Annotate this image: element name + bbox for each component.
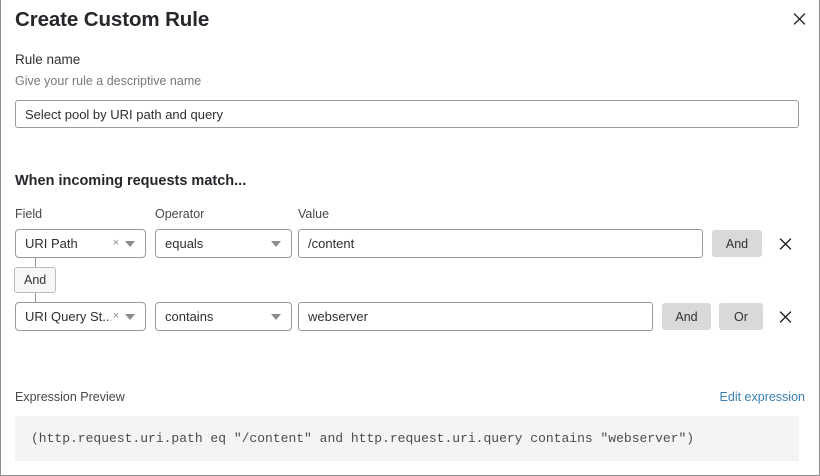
and-button-row-2[interactable]: And [662, 303, 711, 330]
connector-line-bottom [35, 293, 36, 302]
expression-preview-text: (http.request.uri.path eq "/content" and… [31, 431, 695, 446]
condition-row: URI Path × equals And [1, 229, 819, 259]
condition-row: URI Query St... × contains And Or [1, 302, 819, 332]
and-button-row-1[interactable]: And [712, 230, 762, 257]
rule-name-help-text: Give your rule a descriptive name [15, 74, 202, 88]
operator-select-value: equals [165, 236, 204, 251]
chevron-down-icon[interactable] [271, 313, 281, 320]
expression-preview-box: (http.request.uri.path eq "/content" and… [15, 416, 799, 461]
value-input-row-1[interactable] [298, 229, 703, 258]
column-header-operator: Operator [155, 207, 205, 221]
clear-icon[interactable]: × [112, 237, 119, 249]
rule-name-input[interactable] [15, 100, 799, 128]
edit-expression-link[interactable]: Edit expression [719, 390, 805, 404]
close-icon[interactable] [788, 7, 810, 29]
value-input-row-2[interactable] [298, 302, 653, 331]
field-select-value: URI Query St... [25, 309, 111, 324]
connector-and-badge[interactable]: And [14, 267, 57, 293]
conditions-heading: When incoming requests match... [15, 173, 247, 189]
rule-name-label: Rule name [15, 52, 81, 67]
chevron-down-icon[interactable] [271, 240, 281, 247]
remove-condition-icon-row-1[interactable] [776, 231, 794, 255]
condition-connector: And [1, 258, 121, 304]
clear-icon[interactable]: × [112, 310, 119, 322]
operator-select-value: contains [165, 309, 214, 324]
dialog-title: Create Custom Rule [15, 8, 210, 31]
remove-condition-icon-row-2[interactable] [776, 304, 794, 328]
expression-preview-label: Expression Preview [15, 390, 125, 404]
field-select-value: URI Path [25, 236, 78, 251]
chevron-down-icon[interactable] [125, 313, 135, 320]
field-select-row-2[interactable]: URI Query St... × [15, 302, 146, 331]
operator-select-row-2[interactable]: contains [155, 302, 292, 331]
column-header-value: Value [298, 207, 330, 221]
chevron-down-icon[interactable] [125, 240, 135, 247]
operator-select-row-1[interactable]: equals [155, 229, 292, 258]
or-button-row-2[interactable]: Or [719, 303, 763, 330]
column-header-field: Field [15, 207, 43, 221]
field-select-row-1[interactable]: URI Path × [15, 229, 146, 258]
connector-line-top [35, 258, 36, 267]
